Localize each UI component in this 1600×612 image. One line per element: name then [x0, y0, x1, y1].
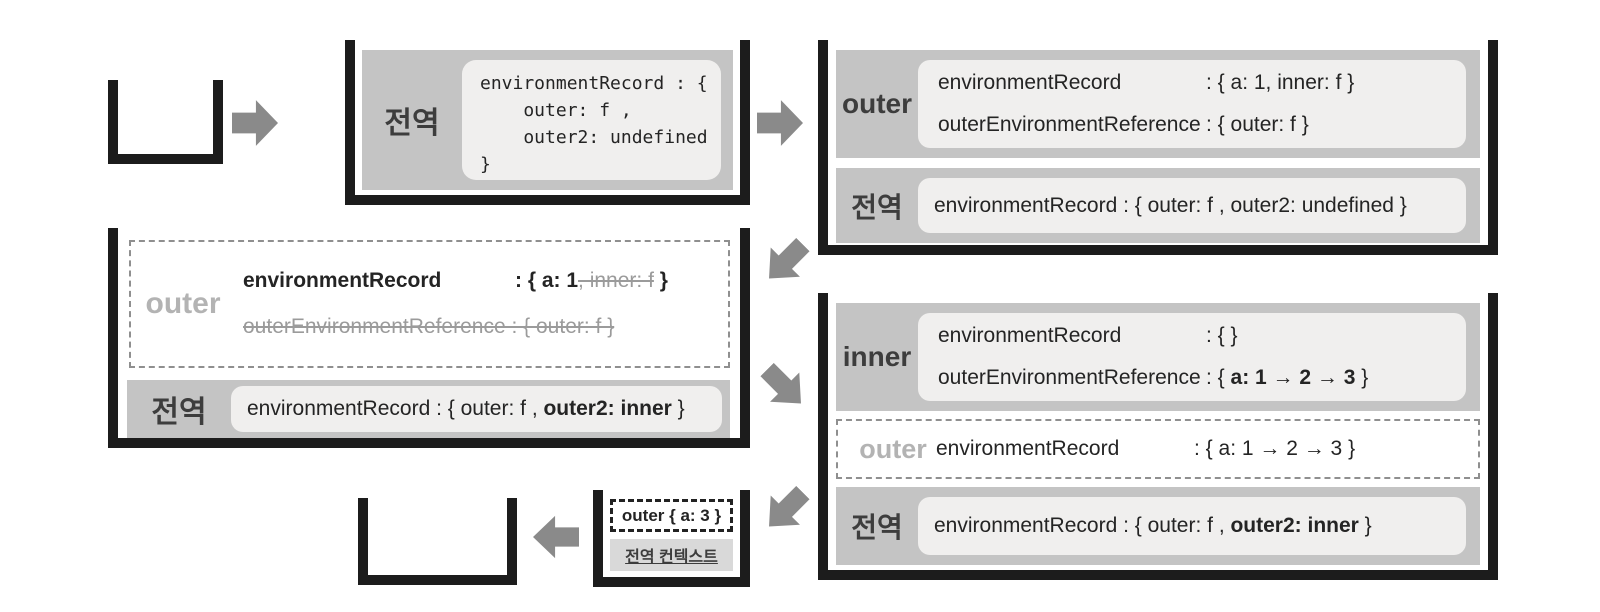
frame-label-inner: inner	[842, 341, 912, 372]
environment-record-row: environmentRecord : { }	[938, 315, 1466, 357]
callstack-outer-global: outer environmentRecord : { a: 1, inner:…	[818, 40, 1498, 255]
record-key: environmentRecord	[938, 71, 1122, 94]
context-frame-global: 전역 environmentRecord : { outer: f , oute…	[836, 168, 1480, 243]
record-value: : { }	[1206, 324, 1238, 347]
environment-record-panel: environmentRecord : { } outerEnvironment…	[918, 313, 1466, 401]
record-key: outerEnvironmentReference	[938, 366, 1201, 389]
context-frame-inner: inner environmentRecord : { } outerEnvir…	[836, 303, 1480, 411]
environment-record-row: environmentRecord : { a: 1, inner: f }	[938, 62, 1466, 104]
frame-label-global: 전역	[384, 107, 440, 140]
record-prefix: environmentRecord : { outer: f ,	[934, 514, 1231, 537]
environment-record-panel: environmentRecord : { outer: f , outer2:…	[462, 60, 721, 180]
record-removed: outerEnvironmentReference : { outer: f }	[243, 315, 615, 338]
context-frame-outer-popped: outer environmentRecord : { a: 1 , inner…	[129, 240, 730, 368]
arrow-down-left-icon	[752, 228, 819, 295]
record-value: : { a: 1, inner: f }	[1206, 71, 1355, 94]
record-value-suffix: }	[1355, 366, 1369, 389]
record-value-kept: : { a: 1	[515, 269, 579, 292]
record-value-prefix: : {	[1206, 366, 1231, 389]
frame-label-outer: outer	[145, 287, 221, 320]
empty-callstack-start	[108, 80, 223, 164]
record-key: environmentRecord	[936, 437, 1120, 460]
global-context-label-box: 전역 컨텍스트	[610, 539, 733, 571]
code-line: }	[480, 154, 491, 175]
environment-record-panel: environmentRecord : { outer: f , outer2:…	[918, 497, 1466, 555]
context-frame-global: 전역 environmentRecord : { outer: f , oute…	[362, 50, 733, 190]
environment-record-panel: environmentRecord : { outer: f , outer2:…	[918, 178, 1466, 233]
arrow-right-icon	[757, 100, 803, 146]
context-frame-outer-closure: outer environmentRecord : { a: 1 → 2 → 3…	[836, 419, 1480, 479]
callstack-global-only: 전역 environmentRecord : { outer: f , oute…	[345, 40, 750, 205]
record-updated-value: outer2: inner	[1230, 514, 1359, 537]
frame-label-global: 전역	[851, 512, 903, 543]
record-value: : { outer: f }	[1206, 113, 1309, 136]
record-key: outerEnvironmentReference	[938, 113, 1201, 136]
context-frame-outer: outer environmentRecord : { a: 1, inner:…	[836, 50, 1480, 158]
callstack-outer-popped: outer environmentRecord : { a: 1 , inner…	[108, 228, 750, 448]
record-value-removed: , inner: f	[578, 269, 654, 292]
closure-environment-box: outer { a: 3 }	[610, 499, 733, 532]
code-line: outer2: undefined	[480, 127, 708, 148]
environment-record-row: environmentRecord : { a: 1 , inner: f }	[243, 258, 728, 304]
context-frame-global: 전역 environmentRecord : { outer: f , oute…	[836, 487, 1480, 565]
record-value-close: }	[653, 269, 668, 292]
record-updated-value: outer2: inner	[543, 397, 672, 420]
frame-label-global: 전역	[851, 191, 903, 223]
environment-record-rows: environmentRecord : { a: 1 , inner: f } …	[235, 258, 728, 350]
arrow-right-icon	[232, 100, 278, 146]
frame-label-outer: outer	[842, 88, 912, 119]
context-frame-global: 전역 environmentRecord : { outer: f , oute…	[127, 380, 730, 438]
callstack-closure-remnant: outer { a: 3 } 전역 컨텍스트	[593, 490, 750, 587]
frame-label-global: 전역	[151, 396, 207, 429]
code-line: environmentRecord : {	[480, 73, 708, 94]
record-value: : { a: 1 → 2 → 3 }	[1194, 437, 1356, 460]
record-suffix: }	[671, 397, 685, 420]
environment-record-panel: environmentRecord : { outer: f , outer2:…	[231, 386, 722, 432]
callstack-inner-outer-global: inner environmentRecord : { } outerEnvir…	[818, 293, 1498, 580]
arrow-down-left-icon	[752, 476, 819, 543]
code-line: outer: f ,	[480, 100, 632, 121]
outer-environment-reference-row: outerEnvironmentReference : { outer: f }	[243, 304, 728, 350]
record-key: environmentRecord	[938, 324, 1122, 347]
record-prefix: environmentRecord : { outer: f ,	[247, 397, 544, 420]
outer-environment-reference-row: outerEnvironmentReference : { outer: f }	[938, 104, 1466, 146]
record-key: environmentRecord	[243, 269, 442, 292]
record-suffix: }	[1358, 514, 1372, 537]
frame-label-outer: outer	[859, 433, 927, 464]
environment-record-panel: environmentRecord : { a: 1, inner: f } o…	[918, 60, 1466, 148]
arrow-left-icon	[533, 513, 579, 561]
outer-environment-reference-row: outerEnvironmentReference : { a: 1 → 2 →…	[938, 357, 1466, 399]
empty-callstack-end	[358, 498, 517, 585]
record-value-sequence: a: 1 → 2 → 3	[1230, 366, 1356, 389]
arrow-down-right-icon	[750, 353, 817, 420]
